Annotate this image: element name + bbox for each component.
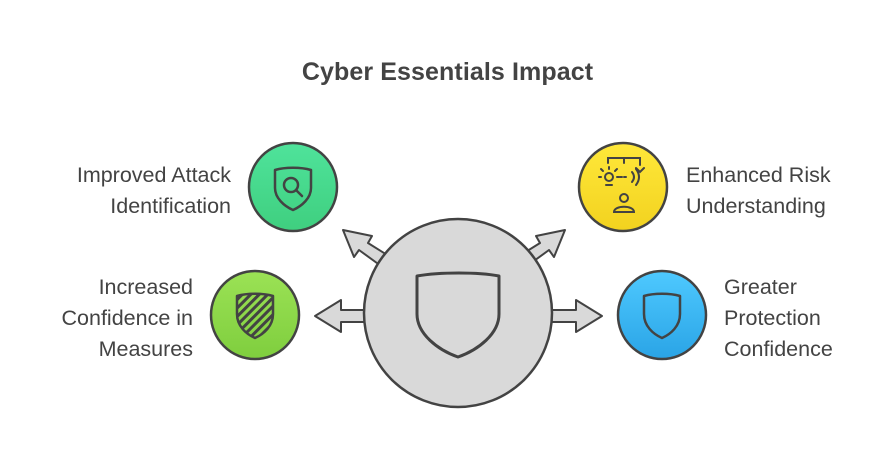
label-line: Understanding: [686, 194, 826, 218]
label-greater-protection-confidence: Greater Protection Confidence: [724, 272, 833, 365]
node-circle: [616, 269, 708, 361]
node-enhanced-risk-understanding: [577, 141, 669, 233]
search-lens: [282, 176, 300, 194]
arrows-group: [314, 229, 603, 333]
label-increased-confidence-in-measures: Increased Confidence in Measures: [62, 272, 193, 365]
node-circle: [577, 141, 669, 233]
node-increased-confidence-in-measures: [209, 269, 301, 361]
diagram-title: Cyber Essentials Impact: [301, 58, 594, 86]
risk-analysis-icon: [598, 157, 645, 213]
node-circle: [247, 141, 339, 233]
search-handle: [294, 188, 304, 198]
label-line: Identification: [110, 194, 231, 218]
center-node: [362, 217, 554, 409]
label-line: Improved Attack: [76, 163, 231, 187]
label-line: Greater: [724, 275, 797, 299]
shield-icon: [642, 292, 682, 340]
label-line: Confidence in: [61, 306, 193, 330]
node-improved-attack-identification: [247, 141, 339, 233]
center-circle: [362, 217, 554, 409]
label-line: Increased: [98, 275, 193, 299]
label-line: Confidence: [724, 337, 833, 361]
label-line: Protection: [724, 306, 821, 330]
label-enhanced-risk-understanding: Enhanced Risk Understanding: [686, 160, 831, 222]
shield-icon: [415, 271, 501, 359]
label-improved-attack-identification: Improved Attack Identification: [77, 160, 231, 222]
label-line: Enhanced Risk: [686, 163, 831, 187]
shield-striped-icon: [235, 292, 275, 340]
label-line: Measures: [98, 337, 193, 361]
node-greater-protection-confidence: [616, 269, 708, 361]
shield-search-icon: [273, 166, 313, 212]
